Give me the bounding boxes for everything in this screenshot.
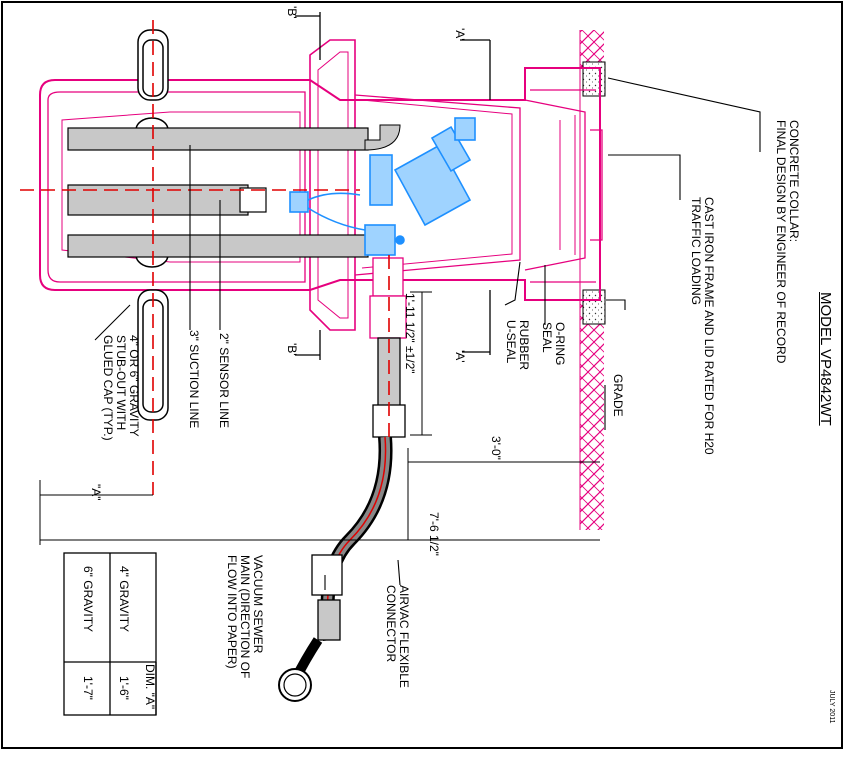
section-mark-b-bottom: 'B' [285, 343, 299, 356]
riser-pipe [369, 257, 407, 438]
grade-callout: GRADE [611, 374, 625, 417]
airvac-connector-callout: AIRVAC FLEXIBLE CONNECTOR [384, 585, 411, 688]
gravity-stubout-callout: 4" OR 6" GRAVITY STUB-OUT WITH GLUED CAP… [101, 335, 141, 441]
dimension-table [63, 552, 157, 716]
table-row-4in-value: 1'-6" [117, 676, 131, 700]
cast-iron-frame-callout: CAST IRON FRAME AND LID RATED FOR H20 TR… [689, 197, 716, 455]
drawing-date: JULY 2011 [828, 690, 835, 724]
dimension-lines [39, 291, 600, 545]
vacuum-sewer-main-callout: VACUUM SEWER MAIN (DIRECTION OF FLOW INT… [225, 555, 265, 679]
concrete-collar-callout: CONCRETE COLLAR: FINAL DESIGN BY ENGINEE… [774, 120, 801, 364]
rubber-u-seal-callout: RUBBER U-SEAL [504, 320, 531, 371]
leader-lines [94, 77, 761, 590]
vacuum-valve-assembly [289, 117, 476, 256]
section-mark-a-top: 'A' [453, 28, 467, 41]
table-row-6in-label: 6" GRAVITY [81, 566, 95, 633]
valve-pit-chamber [39, 39, 603, 331]
suction-line-pipe [67, 127, 369, 258]
section-mark-b-top: 'B' [285, 6, 299, 19]
table-row-4in-label: 4" GRAVITY [117, 566, 131, 633]
table-header-dim-a: DIM. "A" [143, 664, 157, 710]
drawing-title: MODEL VP4842WT [817, 292, 834, 426]
concrete-collar-bottom [582, 289, 606, 325]
suction-line-callout: 3" SUCTION LINE [187, 330, 201, 429]
overall-dimension: 7'-6 1/2" [427, 512, 441, 556]
section-lines [295, 12, 491, 360]
airvac-flexible-connector [278, 436, 393, 702]
sensor-line-callout: 2" SENSOR LINE [217, 333, 231, 428]
dim-a-label: "A" [89, 484, 103, 501]
section-mark-a-bottom: 'A' [453, 350, 467, 363]
o-ring-seal-callout: O-RING SEAL [540, 322, 567, 366]
depth-dimension: 1'-11 1/2" ±1/2" [403, 293, 417, 374]
suction-elbow [364, 124, 401, 151]
table-row-6in-value: 1'-7" [81, 676, 95, 700]
three-ft-dimension: 3'-0" [489, 436, 503, 460]
